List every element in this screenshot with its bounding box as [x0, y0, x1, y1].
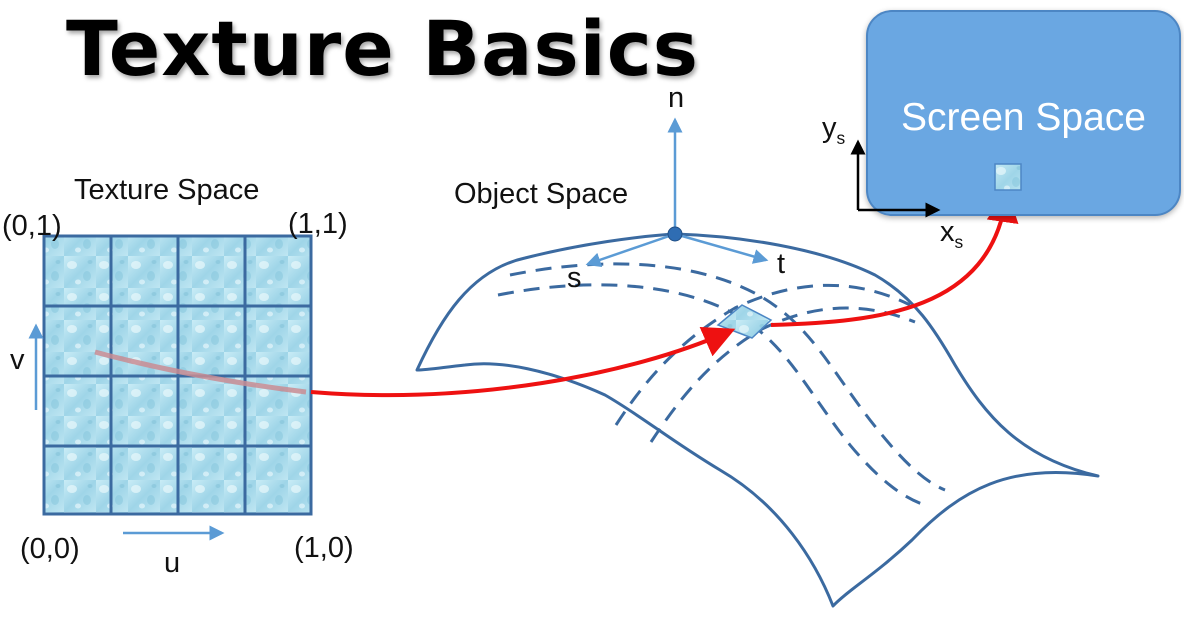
page-title: Texture Basics	[66, 4, 700, 93]
u-axis-label: u	[164, 547, 181, 579]
screen-space-box: Screen Space	[866, 10, 1181, 216]
t-axis-label: t	[777, 248, 786, 280]
screen-axes	[850, 139, 941, 218]
y-screen-axis-label: ys	[822, 112, 846, 148]
v-axis-label: v	[10, 344, 25, 376]
corner-label-0-0: (0,0)	[20, 533, 80, 565]
texture-space-label: Texture Space	[74, 174, 260, 206]
s-axis-arrow	[585, 232, 676, 268]
corner-label-0-1: (0,1)	[2, 210, 62, 242]
x-screen-axis-label: xs	[940, 216, 964, 252]
object-to-screen-arrow	[770, 190, 1019, 327]
texture-grid	[42, 234, 313, 516]
object-axes	[585, 117, 769, 268]
object-surface	[415, 232, 1100, 608]
texture-to-object-arrow	[310, 326, 736, 398]
texture-path-trace	[94, 349, 307, 395]
screen-space-label: Screen Space	[901, 96, 1146, 139]
corner-label-1-1: (1,1)	[288, 208, 348, 240]
corner-label-1-0: (1,0)	[294, 532, 354, 564]
screen-pixel-patch	[994, 163, 1022, 191]
object-origin-point	[667, 226, 683, 242]
n-axis-label: n	[668, 82, 685, 114]
s-axis-label: s	[567, 262, 582, 294]
texture-grid-lines	[42, 234, 313, 516]
object-space-label: Object Space	[454, 178, 629, 210]
t-axis-arrow	[674, 232, 769, 264]
